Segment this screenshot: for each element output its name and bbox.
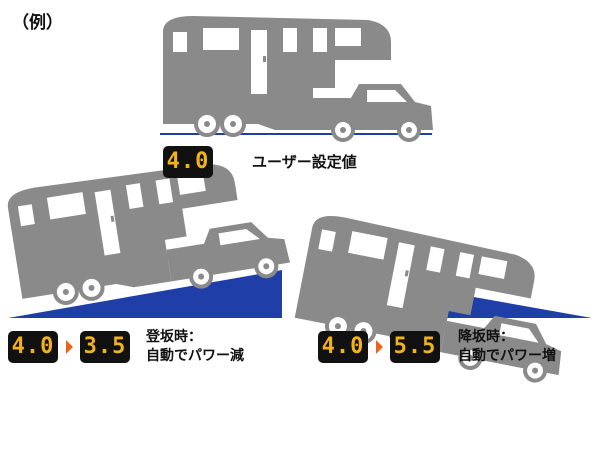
uphill-label-line2: 自動でパワー減 <box>146 348 244 364</box>
uphill-display-from: 4.0 <box>8 331 58 363</box>
downhill-display-from: 4.0 <box>318 331 368 363</box>
uphill-scene <box>3 147 294 318</box>
downhill-label-line1: 降坂時： <box>458 329 514 345</box>
downhill-scene <box>289 209 592 387</box>
heading: （例） <box>12 13 63 33</box>
downhill-arrow-icon <box>376 340 383 354</box>
uphill-slope <box>8 270 282 318</box>
uphill-label-line1: 登坂時： <box>146 329 202 345</box>
uphill-display-to: 3.5 <box>80 331 130 363</box>
level-ground-line <box>160 133 432 135</box>
downhill-display-to: 5.5 <box>390 331 440 363</box>
downhill-label-line2: 自動でパワー増 <box>458 348 556 364</box>
setting-display: 4.0 <box>163 146 213 178</box>
uphill-arrow-icon <box>66 340 73 354</box>
level-rig <box>160 14 435 142</box>
setting-label: ユーザー設定値 <box>252 153 357 171</box>
